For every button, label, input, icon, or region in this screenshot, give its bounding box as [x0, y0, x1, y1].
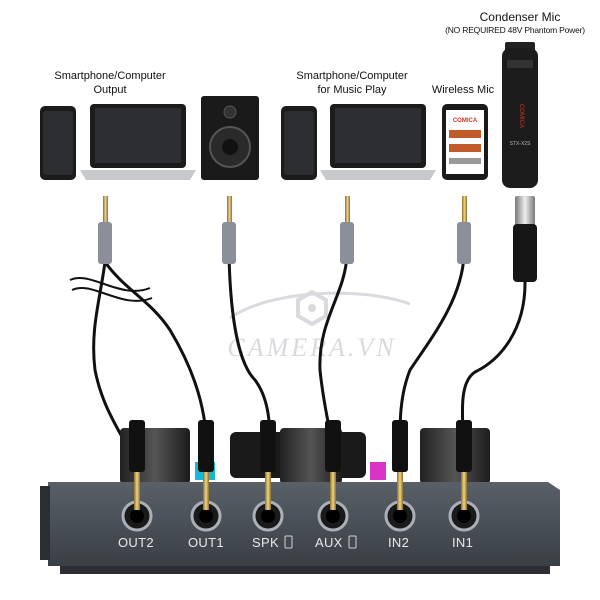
port-in2: [384, 420, 416, 532]
watermark-text: CAMERA.VN: [227, 333, 396, 362]
speaker-monitor: [201, 96, 259, 180]
port-label-in1: IN1: [452, 535, 474, 550]
condenser-mic-note: (NO REQUIRED 48V Phantom Power): [445, 25, 585, 35]
port-spk: [252, 420, 284, 532]
port-in1: [448, 420, 480, 532]
condenser-mic-label: Condenser Mic: [479, 10, 561, 24]
audio-interface-body: [40, 428, 560, 574]
port-aux: [317, 420, 349, 532]
output-devices: [40, 104, 196, 180]
output-device-label-line1: Smartphone/Computer: [54, 70, 166, 82]
music-device-label-line1: Smartphone/Computer: [296, 70, 408, 82]
mic-model-text: STX-X2S: [510, 141, 532, 147]
music-devices: [281, 104, 436, 180]
top-plugs: [98, 196, 537, 282]
port-out1: [190, 420, 222, 532]
condenser-mic: COMICA STX-X2S: [502, 42, 538, 188]
port-label-spk: SPK: [252, 535, 279, 550]
phone-small-icon: [348, 535, 357, 549]
wireless-brand-text: COMICA: [453, 118, 478, 124]
watermark: CAMERA.VN: [227, 289, 411, 362]
port-label-out2: OUT2: [118, 535, 154, 550]
wireless-mic-receiver: COMICA: [442, 104, 488, 180]
wireless-mic-label: Wireless Mic: [431, 84, 495, 96]
ports: [121, 420, 480, 549]
port-label-aux: AUX: [315, 535, 343, 550]
port-label-in2: IN2: [388, 535, 410, 550]
port-out2: [121, 420, 153, 532]
speaker-small-icon: [284, 535, 293, 549]
port-label-out1: OUT1: [188, 535, 224, 550]
music-device-label-line2: for Music Play: [317, 84, 387, 96]
output-device-label-line2: Output: [93, 84, 127, 96]
mic-brand-text: COMICA: [518, 104, 524, 128]
